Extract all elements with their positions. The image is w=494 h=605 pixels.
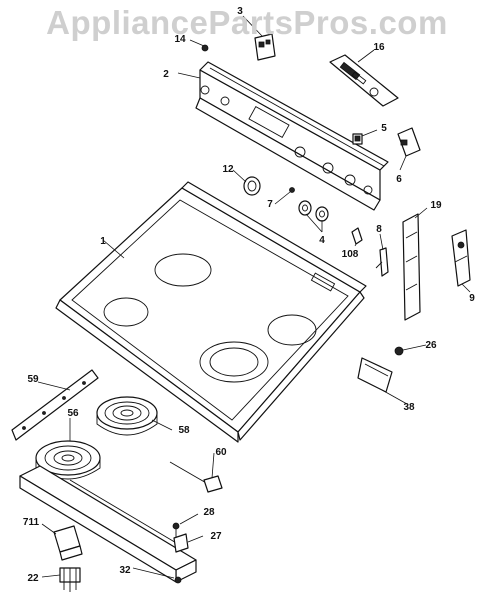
callout-22: 22 bbox=[27, 573, 39, 584]
part-14-screw bbox=[201, 44, 209, 52]
callout-19: 19 bbox=[430, 200, 442, 211]
callout-59: 59 bbox=[27, 374, 39, 385]
callout-108: 108 bbox=[342, 249, 359, 260]
callout-14: 14 bbox=[174, 34, 186, 45]
callout-6: 6 bbox=[396, 174, 402, 185]
callout-60: 60 bbox=[215, 447, 227, 458]
part-12-knob bbox=[243, 176, 261, 196]
callout-26: 26 bbox=[425, 340, 437, 351]
part-27-bracket bbox=[173, 533, 189, 553]
callout-7: 7 bbox=[267, 199, 273, 210]
part-22-terminal-block bbox=[59, 567, 81, 592]
callout-3: 3 bbox=[237, 6, 243, 17]
watermark-logo: AppliancePartsPros.com bbox=[46, 4, 448, 41]
part-8-bracket bbox=[375, 247, 389, 277]
callout-8: 8 bbox=[376, 224, 382, 235]
part-4-knobs bbox=[298, 200, 329, 222]
callout-711: 711 bbox=[23, 517, 40, 528]
callout-9: 9 bbox=[469, 293, 475, 304]
callout-27: 27 bbox=[210, 531, 222, 542]
part-56-surface-element bbox=[35, 440, 101, 480]
main-top-cooktop bbox=[55, 181, 367, 443]
backguard-panel bbox=[195, 61, 389, 211]
part-bottom-screw bbox=[174, 576, 182, 584]
part-108-indicator bbox=[351, 227, 363, 245]
callout-16: 16 bbox=[373, 42, 385, 53]
part-60-wire-harness bbox=[169, 461, 223, 493]
callout-38: 38 bbox=[403, 402, 415, 413]
callout-58: 58 bbox=[178, 425, 190, 436]
callout-4: 4 bbox=[319, 235, 325, 246]
part-711-bracket bbox=[53, 525, 83, 561]
part-58-surface-element bbox=[96, 396, 158, 436]
part-16-control-board bbox=[329, 54, 399, 107]
callout-28: 28 bbox=[203, 507, 215, 518]
callout-2: 2 bbox=[163, 69, 169, 80]
part-32-bottom-channel bbox=[19, 465, 197, 583]
callout-12: 12 bbox=[222, 164, 234, 175]
part-26-screw bbox=[394, 346, 404, 356]
callout-5: 5 bbox=[381, 123, 387, 134]
callout-1: 1 bbox=[100, 236, 106, 247]
leader-lines bbox=[37, 15, 471, 579]
part-3-switch bbox=[254, 33, 276, 61]
part-6-switch bbox=[397, 127, 421, 157]
part-9-hinge bbox=[451, 229, 471, 287]
part-5-clip bbox=[352, 133, 363, 145]
part-19-side-bracket bbox=[402, 213, 421, 321]
part-7-spring bbox=[289, 187, 295, 193]
part-59-rail bbox=[11, 369, 99, 441]
callout-32: 32 bbox=[119, 565, 131, 576]
callout-56: 56 bbox=[67, 408, 79, 419]
callout-labels: 1 2 3 4 5 6 7 8 9 12 14 16 19 22 26 27 2… bbox=[23, 6, 475, 584]
part-38-terminal-box bbox=[357, 357, 393, 393]
